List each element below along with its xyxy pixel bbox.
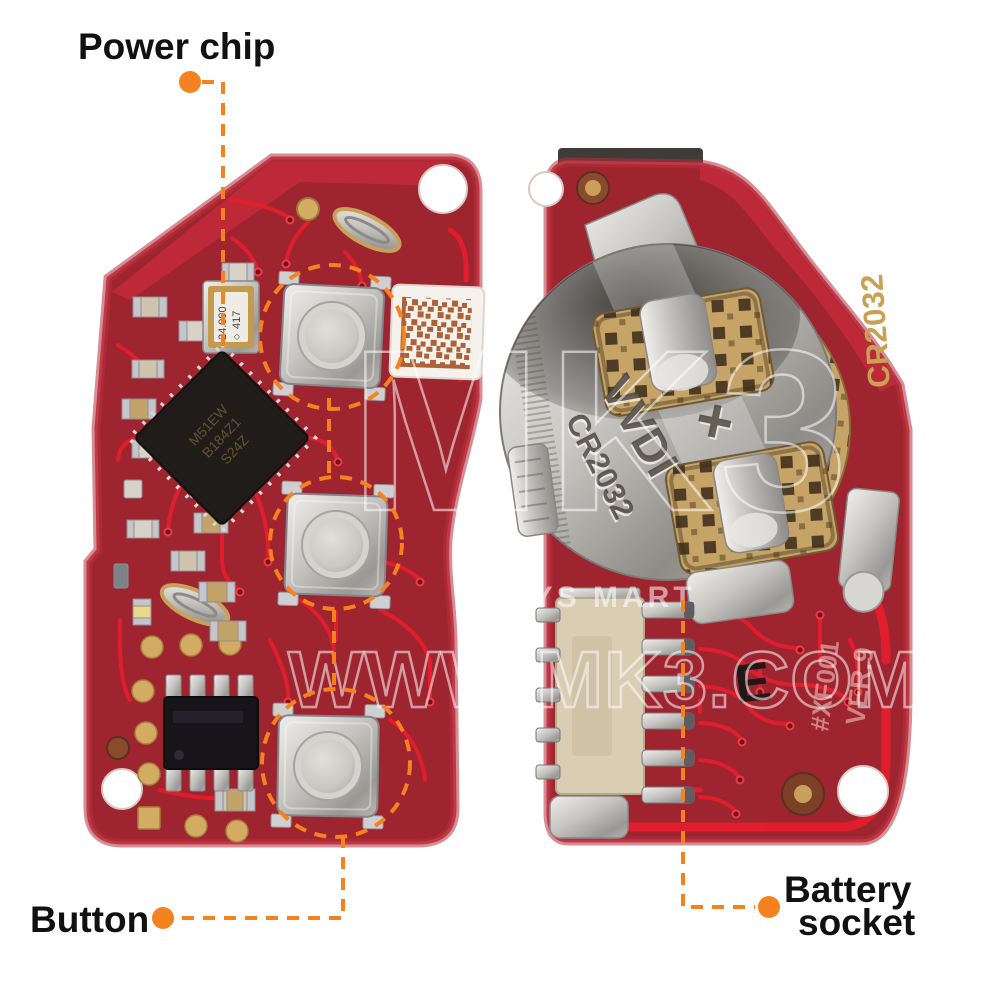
crystal-code-text: 417 (231, 311, 243, 329)
silkscreen-battery-type-text: CR2032 (854, 273, 897, 389)
button-leader-line (180, 836, 345, 920)
annotation-dots (152, 71, 780, 929)
watermark-website: WWW.MK3.COM (288, 635, 921, 724)
copper-ring-pad (106, 736, 130, 760)
back-copper-pad-bottom-center (794, 785, 812, 803)
gold-test-pads (131, 632, 249, 843)
button-bottom-highlight-circle (260, 687, 412, 839)
power-chip-dot (179, 71, 201, 93)
datamatrix-label (388, 283, 486, 381)
oval-metal-pad-top (332, 207, 402, 253)
battery-socket-dot (758, 896, 780, 918)
connector-solder-tab (549, 795, 629, 839)
watermark-tagline: KEYS MART (483, 581, 696, 614)
tactile-button-bottom (270, 702, 386, 830)
button-top-highlight-circle (258, 263, 406, 411)
clip-left-tab (507, 443, 559, 537)
back-copper-pad-top-center (585, 180, 601, 196)
pcb-back-board: VVDI VVDI CR2032 CR2032 + + (499, 148, 913, 846)
clip-upper-window (591, 287, 775, 417)
soic8-chip (163, 674, 259, 792)
gold-pad-top (296, 197, 320, 221)
board-edge-highlight (112, 162, 450, 300)
battery-socket-label-line1: Battery (784, 869, 912, 910)
button-dot (152, 907, 174, 929)
clip-lower-window (664, 441, 840, 575)
back-screw-hole-bottom (837, 765, 889, 817)
tactile-button-top (272, 270, 392, 402)
pcb-front-board: 24.000 ◇ 417 M51EW B184Z1 S24Z (83, 153, 486, 848)
board-edge-highlight-2 (700, 166, 896, 392)
watermark: MK3 KEYS MART WWW.MK3.COM (287, 301, 922, 726)
battery-socket-label-line2: socket (798, 902, 915, 943)
power-chip-component: 24.000 ◇ 417 (202, 280, 260, 354)
crystal-logo-glyph: ◇ (232, 333, 241, 340)
back-screw-hole-top (528, 171, 564, 207)
front-screw-hole-bottom (101, 768, 143, 810)
power-chip-label: Power chip (78, 26, 275, 67)
button-middle-highlight-circle (268, 475, 404, 611)
annotation-overlays (180, 80, 755, 920)
mcu-chip: M51EW B184Z1 S24Z (125, 341, 319, 535)
silkscreen-letter-e: E (731, 651, 774, 715)
clip-right-tab (838, 487, 900, 613)
front-screw-hole-top (418, 164, 468, 214)
button-label: Button (30, 899, 149, 940)
annotation-labels: Power chip Button Battery socket (30, 26, 915, 943)
tactile-button-middle (277, 480, 395, 610)
power-chip-leader-line (202, 80, 225, 350)
clip-bottom-tab (685, 559, 795, 625)
battery-socket: VVDI VVDI CR2032 CR2032 + + (499, 193, 900, 625)
watermark-logo: MK3 (350, 302, 854, 559)
front-vias (145, 215, 435, 707)
